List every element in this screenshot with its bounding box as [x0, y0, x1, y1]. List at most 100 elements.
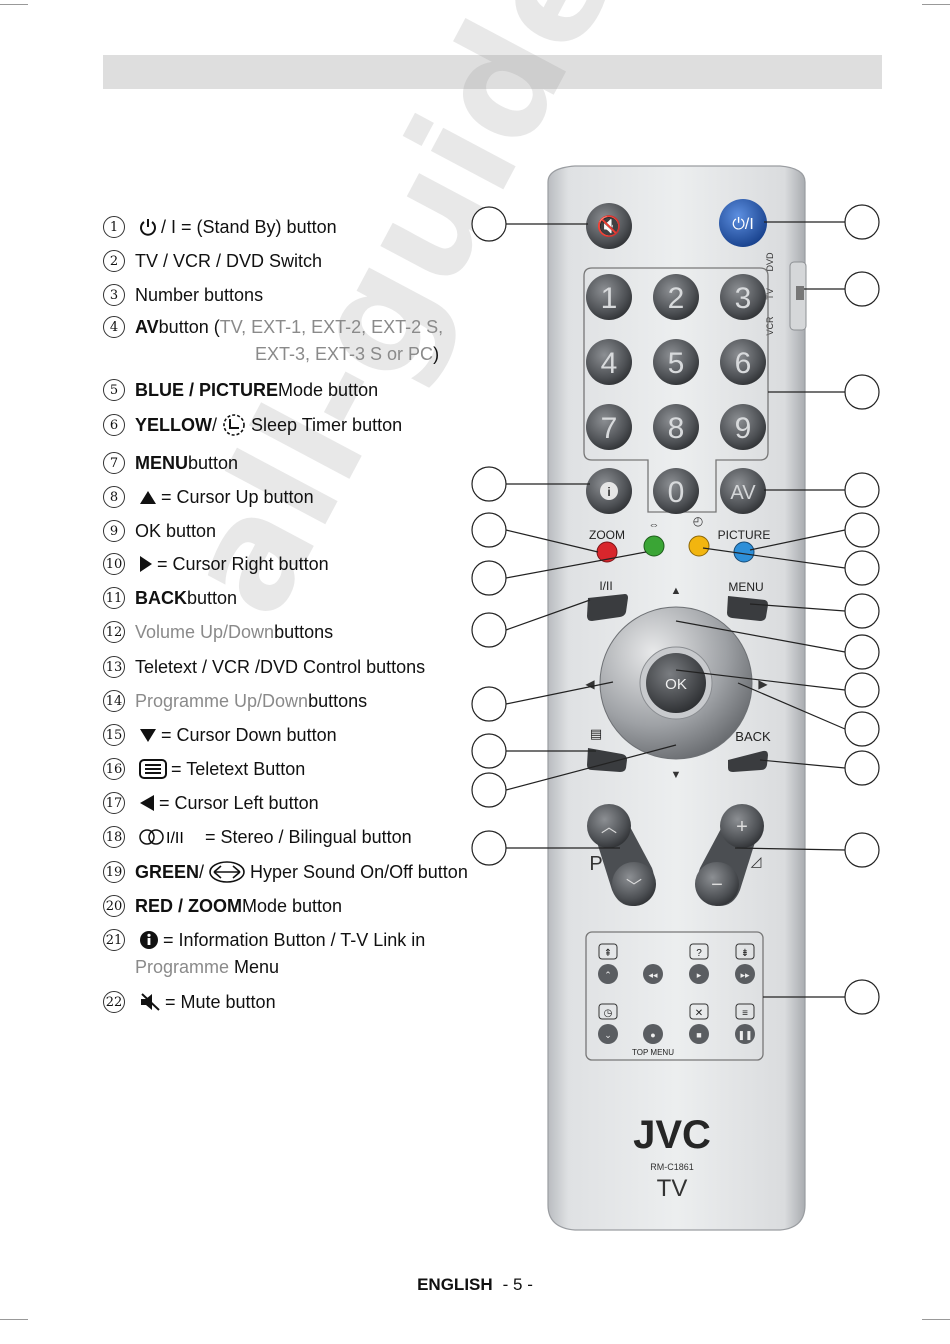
legend-item-21-continued: Programme Menu [135, 957, 279, 978]
svg-text:◴: ◴ [693, 514, 704, 528]
svg-text:AV: AV [730, 482, 756, 504]
legend-item-15: 15 = Cursor Down button [103, 720, 337, 750]
callout-circle [844, 711, 880, 747]
item-text: = Information Button / T-V Link in [163, 929, 426, 950]
callout-circle [471, 733, 507, 769]
item-grey-text: Programme [135, 957, 230, 977]
item-text: = Cursor Left button [159, 792, 319, 813]
digit-button [586, 274, 632, 320]
item-number: 3 [103, 284, 125, 306]
item-grey-text: Programme Up/Down [135, 690, 309, 711]
svg-text:−: − [711, 874, 723, 896]
item-grey-text: TV, EXT-1, EXT-2, EXT-2 S, [219, 316, 444, 337]
crop-mark [922, 4, 950, 5]
control-icon: ▸ [697, 970, 702, 980]
digit-label: 0 [668, 476, 685, 509]
item-number: 7 [103, 452, 125, 474]
svg-text:TV: TV [657, 1175, 688, 1202]
control-button [598, 1024, 618, 1044]
control-icon: ● [650, 1030, 655, 1040]
svg-text:i: i [607, 485, 610, 499]
legend-item-22: 22 = Mute button [103, 987, 276, 1017]
svg-text:VCR: VCR [765, 316, 775, 336]
svg-text:◀: ◀ [585, 677, 595, 691]
callout-circle [844, 550, 880, 586]
item-text: ) [433, 344, 440, 364]
control-icon: ≡ [742, 1008, 748, 1019]
control-button [643, 1024, 663, 1044]
svg-text:+: + [736, 816, 748, 838]
svg-text:▼: ▼ [671, 769, 682, 781]
control-button [689, 1024, 709, 1044]
digit-button [653, 404, 699, 450]
callout-circle [844, 832, 880, 868]
item-text: Sleep Timer button [251, 414, 403, 435]
control-icon: ❚❚ [737, 1030, 752, 1041]
info-icon [139, 930, 159, 950]
digit-label: 6 [735, 347, 752, 380]
control-icon-frame [735, 1003, 755, 1020]
legend-item-18: 18 I/II = Stereo / Bilingual button [103, 822, 412, 852]
item-bold-text: GREEN [135, 861, 200, 882]
callout-circle [471, 206, 507, 242]
control-icon: ⌄ [604, 1030, 612, 1040]
cursor-up-icon [139, 489, 157, 505]
control-icon-frame [598, 1003, 618, 1020]
crop-mark [922, 1319, 950, 1320]
digit-label: 7 [601, 412, 618, 445]
control-icon: ◂◂ [648, 970, 658, 980]
svg-text:TOP MENU: TOP MENU [632, 1048, 674, 1057]
callout-circle [844, 512, 880, 548]
digit-button [720, 274, 766, 320]
svg-text:OK: OK [665, 676, 687, 693]
control-icon: ■ [696, 1030, 701, 1040]
callout-circle [844, 672, 880, 708]
control-icon: ◷ [604, 1008, 613, 1019]
item-number: 14 [103, 690, 125, 712]
svg-text:⇔: ⇔ [649, 519, 660, 531]
item-text: button [187, 587, 238, 608]
item-number: 9 [103, 520, 125, 542]
callout-line [675, 620, 846, 653]
item-number: 10 [103, 553, 125, 575]
control-icon: ⇞ [604, 948, 612, 959]
item-text: = Cursor Up button [161, 486, 314, 507]
item-bold-text: BLUE / PICTURE [135, 379, 279, 400]
callout-circle [471, 466, 507, 502]
stereo-bilingual-icon: I/II [139, 827, 201, 847]
control-button [735, 964, 755, 984]
svg-text:I/II: I/II [166, 830, 184, 847]
svg-text:🔇: 🔇 [597, 214, 622, 238]
digit-button [653, 274, 699, 320]
digit-button [720, 404, 766, 450]
digit-button [586, 339, 632, 385]
svg-text:▲: ▲ [671, 585, 682, 597]
item-number: 18 [103, 826, 125, 848]
callout-circle [844, 374, 880, 410]
svg-text:BACK: BACK [735, 729, 771, 744]
item-text: button [188, 452, 239, 473]
digit-label: 8 [668, 412, 685, 445]
crop-mark [0, 4, 28, 5]
callout-circle [844, 271, 880, 307]
item-text: Mode button [278, 379, 379, 400]
svg-text:DVD: DVD [765, 252, 775, 272]
item-text: = Stereo / Bilingual button [205, 826, 412, 847]
control-icon: ⌃ [604, 970, 612, 980]
svg-text:▶: ▶ [758, 677, 768, 691]
control-icon-frame [598, 943, 618, 960]
item-text: / I = (Stand By) button [161, 216, 337, 237]
svg-text:◿: ◿ [751, 853, 762, 869]
footer-language: ENGLISH [417, 1275, 493, 1294]
page-footer: ENGLISH- 5 - [0, 1275, 950, 1295]
callout-circle [471, 560, 507, 596]
legend-item-1: 1/ I = (Stand By) button [103, 212, 337, 242]
item-number: 17 [103, 792, 125, 814]
digit-label: 4 [601, 347, 618, 380]
